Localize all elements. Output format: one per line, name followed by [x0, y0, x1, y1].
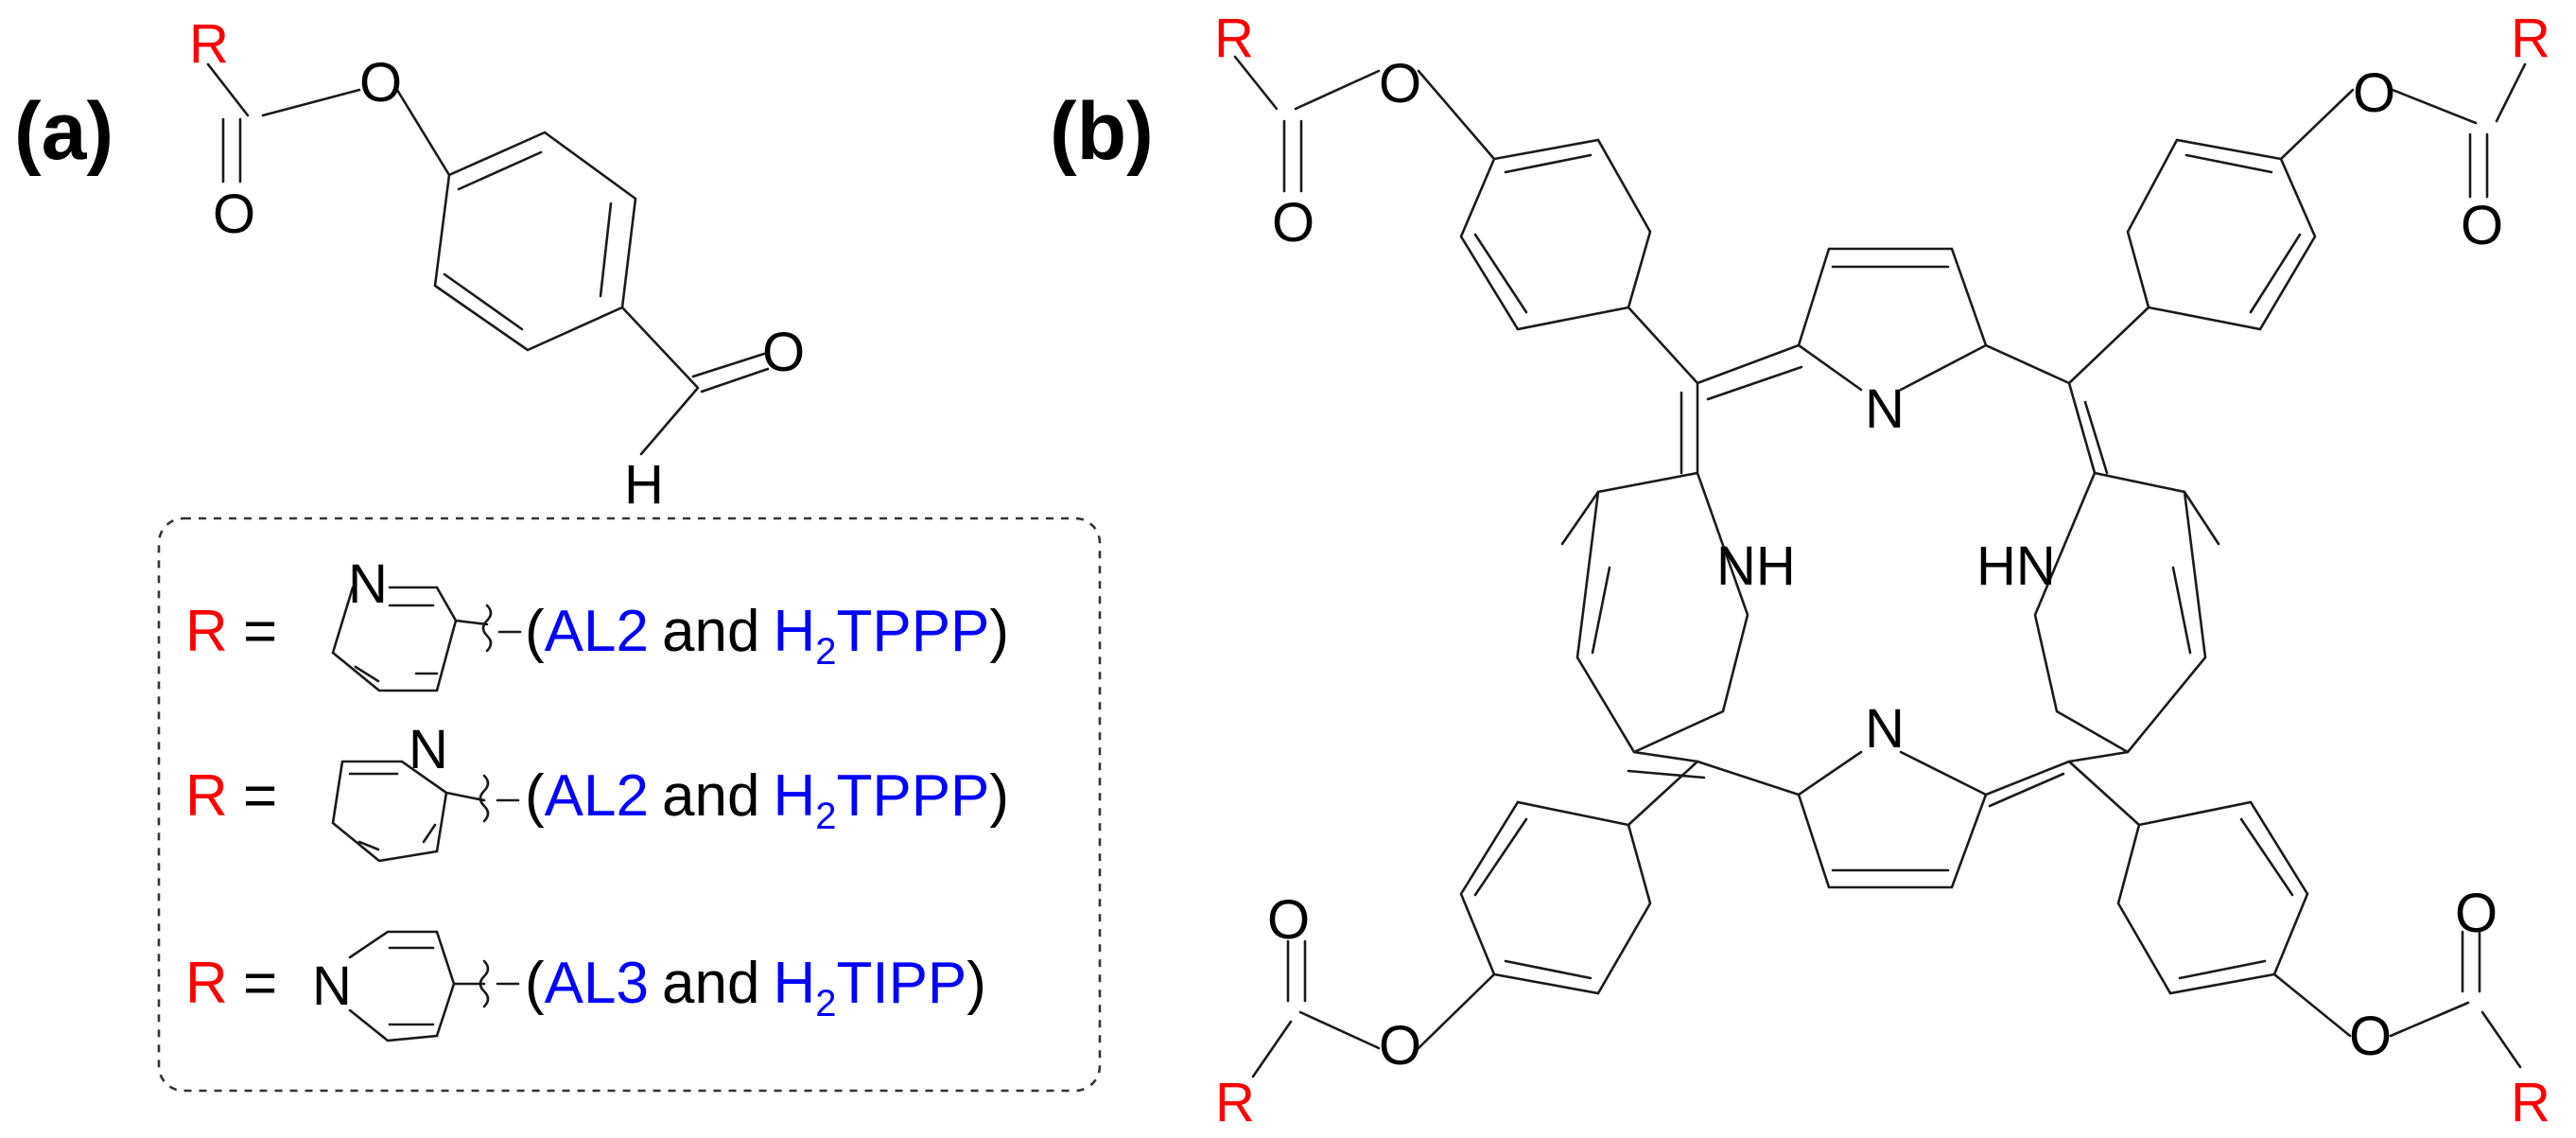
- legend-open-paren-1: (: [525, 599, 545, 664]
- legend-porph-1: TPPP: [836, 599, 989, 664]
- legend-ligand-3: AL3: [545, 951, 649, 1016]
- porphyrin-r-bottom-right: R: [2511, 1072, 2550, 1133]
- precursor-bonds: [206, 62, 770, 456]
- legend-r-label-2: R: [185, 763, 228, 829]
- legend-ring-n-2: N: [409, 719, 448, 780]
- legend-h-1: H: [773, 599, 815, 664]
- legend-porph-2: TPPP: [836, 763, 989, 829]
- porphyrin-o-carbonyl-top-right: O: [2461, 195, 2503, 256]
- legend-h-2: H: [773, 763, 815, 829]
- porphyrin-o-carbonyl-bottom-left: O: [1267, 889, 1310, 951]
- legend-open-paren-2: (: [525, 763, 545, 829]
- legend-ligand-2: AL2: [545, 763, 649, 829]
- legend-equals-2: =: [243, 763, 277, 829]
- precursor-aldehyde-o: O: [762, 322, 805, 383]
- porphyrin-core-bonds: [1560, 247, 2220, 889]
- phenyl-bottom-right: [2116, 800, 2522, 1069]
- porphyrin-o-carbonyl-bottom-right: O: [2455, 883, 2498, 944]
- legend-r-label-3: R: [185, 951, 228, 1016]
- porphyrin-n-bottom: N: [1865, 698, 1905, 760]
- porphyrin-r-top-right: R: [2511, 8, 2550, 69]
- legend-open-paren-3: (: [525, 951, 545, 1016]
- wavy-bond-icon: [481, 604, 522, 653]
- meso-aryl-bonds: [1627, 306, 2150, 827]
- legend-equals-3: =: [243, 951, 277, 1016]
- legend-close-paren-3: ): [966, 951, 986, 1016]
- precursor-r-label: R: [189, 13, 229, 75]
- legend-h-3: H: [773, 951, 815, 1016]
- panel-a-label: (a): [14, 86, 113, 177]
- legend-and-3: and: [662, 951, 759, 1016]
- porphyrin-n-top: N: [1865, 378, 1905, 440]
- porphyrin-r-bottom-left: R: [1215, 1072, 1255, 1133]
- porphyrin-o-carbonyl-top-left: O: [1272, 192, 1314, 254]
- legend-and-2: and: [662, 763, 759, 829]
- porphyrin-structure: R O O R O O O O R O O R N N NH HN: [1214, 8, 2550, 1133]
- phenyl-top-right: [2126, 62, 2527, 331]
- legend-sub-2: 2: [815, 796, 836, 837]
- pyridin-3-yl-ring-icon: [331, 586, 489, 692]
- legend-ring-n-3: N: [312, 955, 352, 1017]
- panel-b-label: (b): [1050, 86, 1154, 177]
- legend-r-label-1: R: [185, 599, 228, 664]
- porphyrin-hn-right: HN: [1976, 535, 2056, 597]
- legend-ring-n-1: N: [348, 553, 388, 615]
- legend-equals-1: =: [243, 599, 277, 664]
- porphyrin-o-ester-bottom-left: O: [1379, 1015, 1421, 1077]
- phenyl-bottom-left: [1251, 800, 1652, 1078]
- wavy-bond-icon: [479, 959, 520, 1008]
- legend-sub-1: 2: [815, 631, 836, 673]
- legend-and-1: and: [662, 599, 759, 664]
- panel-b: (b) R O O R O O O O R O O: [1050, 8, 2550, 1133]
- r-group-legend-box: [157, 516, 1102, 1093]
- wavy-bond-icon: [479, 774, 520, 823]
- pyridin-2-yl-ring-icon: [331, 760, 486, 863]
- porphyrin-r-top-left: R: [1214, 8, 1254, 69]
- porphyrin-nh-left: NH: [1716, 535, 1796, 597]
- legend-close-paren-1: ): [989, 599, 1009, 664]
- legend-ligand-1: AL2: [545, 599, 649, 664]
- precursor-aldehyde-h: H: [624, 454, 664, 516]
- porphyrin-o-ester-bottom-right: O: [2349, 1006, 2392, 1067]
- legend-porph-3: TIPP: [836, 951, 966, 1016]
- phenyl-top-left: [1233, 55, 1652, 331]
- precursor-carbonyl-o: O: [213, 184, 255, 245]
- legend-close-paren-2: ): [989, 763, 1009, 829]
- aldehyde-precursor-structure: R O O O H: [189, 13, 805, 516]
- porphyrin-o-ester-top-right: O: [2353, 62, 2395, 124]
- porphyrin-o-ester-top-left: O: [1379, 53, 1421, 114]
- pyridin-4-yl-ring-icon: [348, 930, 486, 1042]
- precursor-ester-o: O: [359, 52, 402, 114]
- legend-sub-3: 2: [815, 983, 836, 1024]
